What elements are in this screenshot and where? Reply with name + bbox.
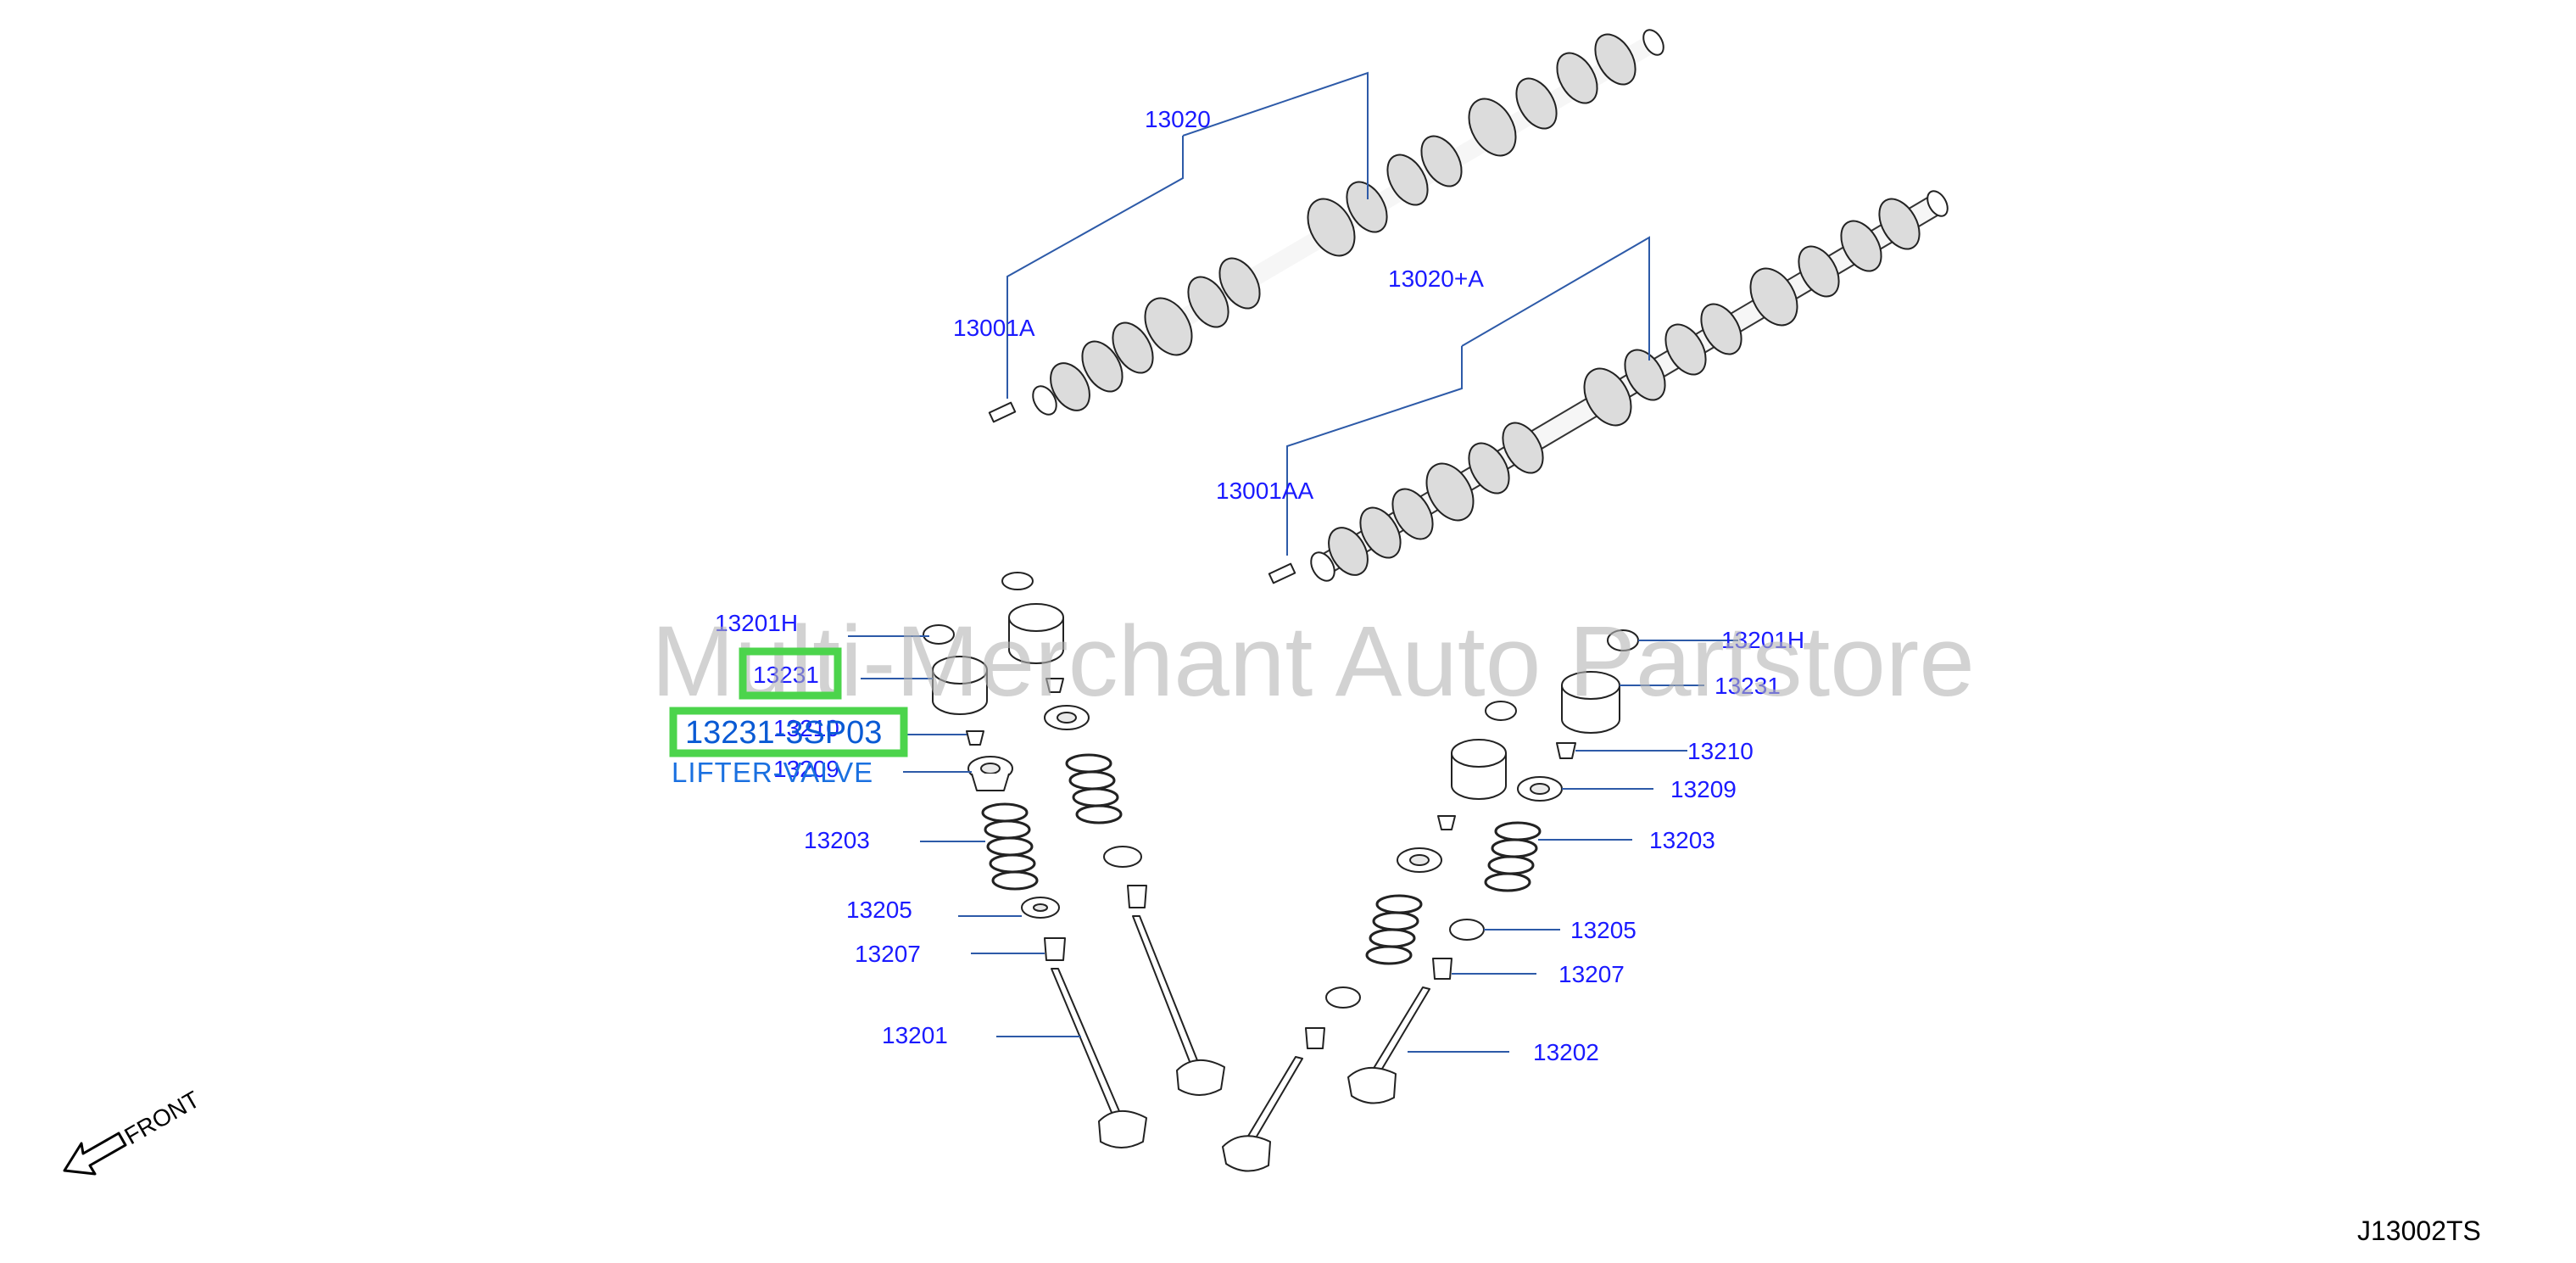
highlight-box-part-number[interactable] [669, 707, 908, 757]
spring-left-2[interactable] [1065, 753, 1123, 824]
valve-left[interactable] [1051, 968, 1147, 1148]
highlight-part-number[interactable]: 13231-3SP03 [685, 715, 882, 751]
seat-left[interactable] [1021, 897, 1060, 919]
camshaft-a-lobes [1310, 190, 1949, 582]
seat-left-2[interactable] [1103, 846, 1142, 868]
seal-left[interactable] [1044, 937, 1066, 961]
lifter-left-2[interactable] [1008, 603, 1064, 664]
callout-13210-left[interactable]: 13210 [773, 715, 839, 741]
lifter-right[interactable] [1561, 671, 1620, 734]
callout-13231-left[interactable]: 13231 [753, 662, 819, 688]
callout-13210-right[interactable]: 13210 [1687, 738, 1754, 764]
callout-13205-right[interactable]: 13205 [1570, 917, 1636, 943]
callout-13020[interactable]: 13020 [1145, 106, 1211, 132]
front-indicator: FRONT [63, 1086, 204, 1176]
seat-right-2[interactable] [1325, 986, 1361, 1009]
shim-left[interactable] [923, 624, 955, 645]
callout-13001aa[interactable]: 13001AA [1216, 478, 1314, 504]
callout-13209-left[interactable]: 13209 [773, 756, 839, 782]
right-valve-assembly [1222, 629, 1639, 1172]
diagram-code: J13002TS [2357, 1215, 2481, 1246]
spring-right[interactable] [1484, 821, 1542, 892]
dowel-pin-13001a[interactable] [988, 401, 1017, 423]
seal-left-2[interactable] [1127, 885, 1147, 908]
callout-13203-right[interactable]: 13203 [1649, 827, 1715, 853]
retainer-left[interactable] [967, 756, 1013, 791]
part-highlight[interactable]: 13231-3SP03 LIFTER-VALVE [669, 647, 908, 788]
spring-left[interactable] [981, 802, 1039, 891]
collet-right[interactable] [1556, 742, 1576, 759]
left-valve-assembly [923, 572, 1225, 1148]
front-label: FRONT [120, 1086, 204, 1149]
leader-lines [848, 71, 1738, 1053]
callout-13201h-right[interactable]: 13201H [1721, 627, 1804, 653]
retainer-right-2[interactable] [1397, 847, 1442, 873]
highlight-box-callout[interactable] [739, 647, 842, 700]
lifter-right-2[interactable] [1451, 739, 1507, 800]
spring-right-2[interactable] [1365, 894, 1423, 965]
callout-13209-right[interactable]: 13209 [1670, 776, 1737, 802]
callouts: 13020 13001A 13020+A 13001AA 13201H 1323… [715, 106, 1804, 1065]
seat-right[interactable] [1449, 919, 1485, 941]
callout-13201[interactable]: 13201 [882, 1022, 948, 1048]
seal-right-2[interactable] [1305, 1027, 1325, 1049]
callout-13001a[interactable]: 13001A [953, 315, 1035, 341]
valve-right[interactable] [1347, 986, 1430, 1104]
camshaft-13020[interactable] [1029, 26, 1668, 418]
dowel-pin-13001aa[interactable] [1268, 562, 1296, 584]
watermark-text: Multi-Merchant Auto Partstore [651, 606, 1975, 718]
callout-13201h-left[interactable]: 13201H [715, 610, 798, 636]
highlight-part-name[interactable]: LIFTER-VALVE [672, 757, 873, 788]
front-arrow-icon [63, 1132, 127, 1176]
collet-left[interactable] [966, 730, 984, 746]
callout-13020a[interactable]: 13020+A [1388, 265, 1484, 292]
callout-13207-right[interactable]: 13207 [1558, 961, 1625, 987]
callout-13203-left[interactable]: 13203 [804, 827, 870, 853]
callout-13231-right[interactable]: 13231 [1715, 673, 1781, 699]
shim-left-2[interactable] [1001, 572, 1034, 590]
collet-left-2[interactable] [1045, 678, 1064, 693]
camshaft-lobes [1032, 29, 1664, 416]
collet-right-2[interactable] [1437, 815, 1456, 830]
retainer-left-2[interactable] [1044, 705, 1090, 730]
retainer-right[interactable] [1517, 776, 1563, 802]
callout-13202[interactable]: 13202 [1533, 1039, 1599, 1065]
callout-13205-left[interactable]: 13205 [846, 897, 912, 923]
shim-right-2[interactable] [1485, 701, 1517, 721]
lifter-left[interactable] [932, 656, 988, 715]
callout-13207-left[interactable]: 13207 [855, 941, 921, 967]
valve-right-2[interactable] [1222, 1056, 1303, 1172]
seal-right[interactable] [1432, 958, 1452, 980]
camshaft-13020a[interactable] [1307, 187, 1952, 584]
valve-left-2[interactable] [1132, 915, 1225, 1096]
